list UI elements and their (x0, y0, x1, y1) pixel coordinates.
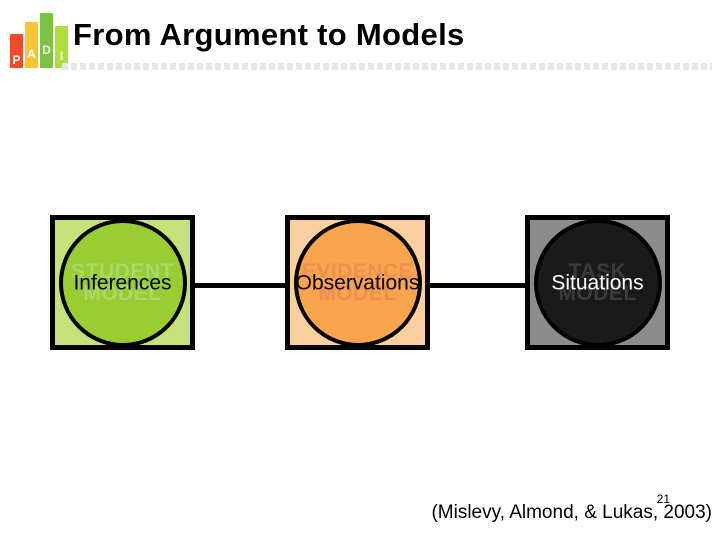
padi-logo-bar-d: D (40, 13, 53, 68)
node-circle-task (533, 218, 662, 347)
diagram-node-evidence-model[interactable]: EVIDENCE MODEL Observations (285, 215, 430, 350)
node-label-task: Situations (551, 271, 644, 294)
padi-logo-bar-a: A (25, 22, 38, 68)
node-circle-student (58, 218, 187, 347)
models-diagram: STUDENT MODEL Inferences EVIDENCE MODEL … (0, 200, 720, 370)
node-label-evidence: Observations (295, 271, 420, 294)
slide-footer: 21 (Mislevy, Almond, & Lukas, 2003) (0, 480, 720, 540)
padi-logo-bar-p: P (10, 34, 23, 68)
padi-logo-letter-i: I (59, 49, 64, 63)
padi-logo-bar-i: I (55, 26, 68, 68)
diagram-node-task-model[interactable]: TASK MODEL Situations (525, 215, 670, 350)
slide-header: P A D I From Argument to Models (0, 0, 720, 78)
diagram-node-student-model[interactable]: STUDENT MODEL Inferences (50, 215, 195, 350)
header-divider (62, 63, 712, 70)
citation-text: (Mislevy, Almond, & Lukas, 2003) (431, 502, 712, 523)
node-circle-evidence (293, 218, 422, 347)
padi-logo-letter-a: A (27, 47, 36, 61)
page-number: 21 (656, 492, 670, 506)
connector-evidence-task (420, 283, 535, 288)
padi-logo-letter-p: P (12, 53, 21, 67)
connector-student-evidence (185, 283, 300, 288)
page-title: From Argument to Models (73, 17, 465, 52)
padi-logo: P A D I (8, 6, 70, 68)
node-label-student: Inferences (73, 271, 172, 294)
padi-logo-letter-d: D (42, 42, 51, 57)
